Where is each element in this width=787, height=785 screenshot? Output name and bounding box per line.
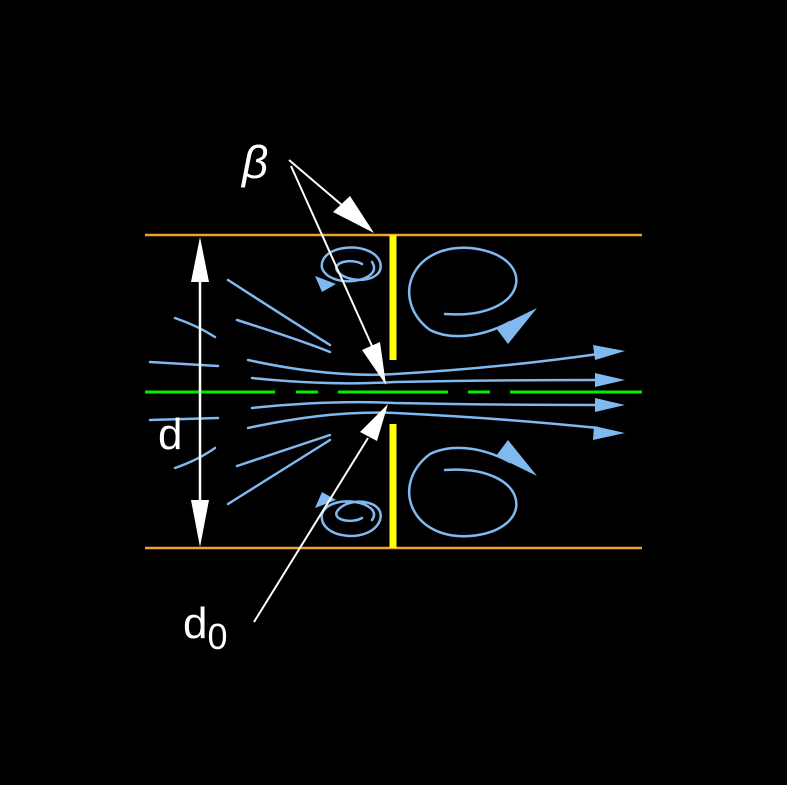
beta-leader-arrows [288,159,386,385]
diameter-dimension-arrow [191,237,209,547]
beta-label: β [240,136,268,188]
downstream-eddies [407,246,518,538]
jet-streamlines [246,352,600,430]
orifice-diameter-leader-arrow [253,404,388,623]
orifice-diameter-label-main: d [183,599,207,648]
diameter-label: d [158,410,182,459]
upstream-eddy-arrowheads [315,276,336,508]
downstream-eddy-arrowheads [496,308,537,476]
upstream-streamlines [148,278,332,506]
orifice-diameter-label-subscript: 0 [207,616,227,657]
orifice-diameter-label: d0 [183,599,228,657]
streamline-arrowheads [593,345,625,440]
